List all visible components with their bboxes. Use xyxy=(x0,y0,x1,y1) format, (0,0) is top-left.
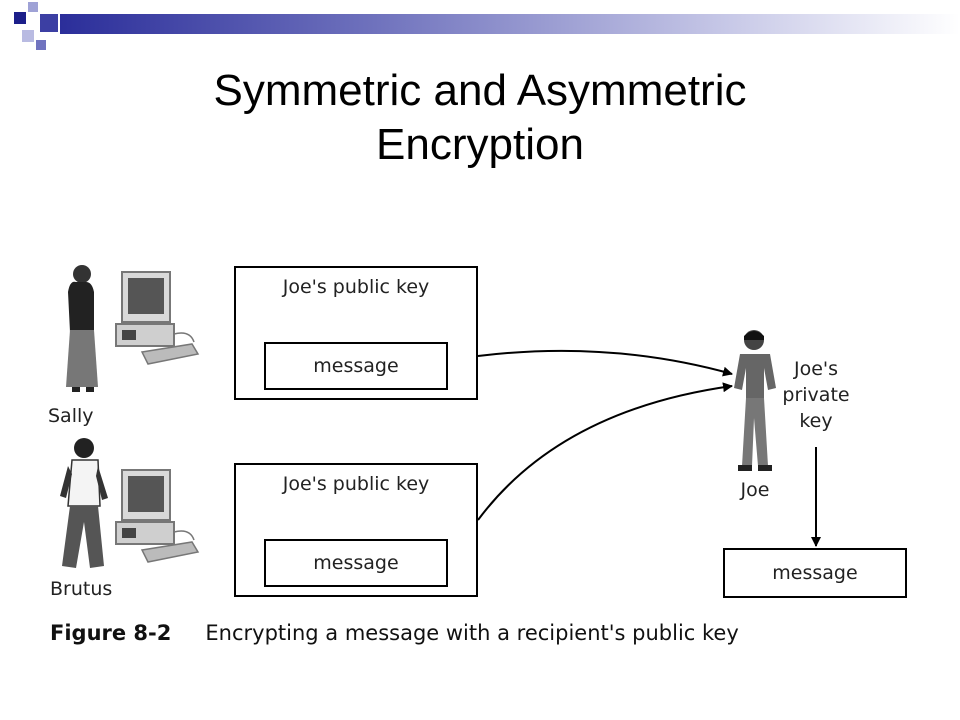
top-public-key-box: Joe's public key message xyxy=(234,266,478,400)
sally-computer-icon xyxy=(115,271,200,365)
private-key-line-3: key xyxy=(799,410,833,432)
slide-title: Symmetric and Asymmetric Encryption xyxy=(0,64,960,172)
joe-person-icon xyxy=(734,330,776,471)
joe-label: Joe xyxy=(740,479,770,501)
brutus-computer-icon xyxy=(115,469,200,563)
private-key-line-1: Joe's xyxy=(793,358,839,380)
brutus-label: Brutus xyxy=(50,578,113,600)
arrow-top-to-joe xyxy=(477,349,733,377)
arrow-bottom-to-joe xyxy=(477,382,733,521)
sally-person-icon xyxy=(66,265,98,392)
bottom-message-box: message xyxy=(264,539,448,587)
top-message-box: message xyxy=(264,342,448,390)
private-key-label: Joe's private key xyxy=(776,356,856,434)
top-message-label: message xyxy=(313,355,399,377)
bottom-message-label: message xyxy=(313,552,399,574)
figure-caption-text: Encrypting a message with a recipient's … xyxy=(205,621,739,645)
decrypted-message-label: message xyxy=(772,562,858,584)
title-line-1: Symmetric and Asymmetric xyxy=(213,66,747,115)
bottom-public-key-box: Joe's public key message xyxy=(234,463,478,597)
bottom-public-key-label: Joe's public key xyxy=(282,473,430,495)
title-accent-bar xyxy=(60,14,960,34)
figure-number: Figure 8-2 xyxy=(50,621,172,645)
private-key-line-2: private xyxy=(782,384,850,406)
figure-caption: Figure 8-2 Encrypting a message with a re… xyxy=(50,621,739,645)
brutus-person-icon xyxy=(60,438,108,568)
title-line-2: Encryption xyxy=(376,120,584,169)
top-public-key-label: Joe's public key xyxy=(282,276,430,298)
sally-label: Sally xyxy=(48,405,94,427)
decrypted-message-box: message xyxy=(723,548,907,598)
